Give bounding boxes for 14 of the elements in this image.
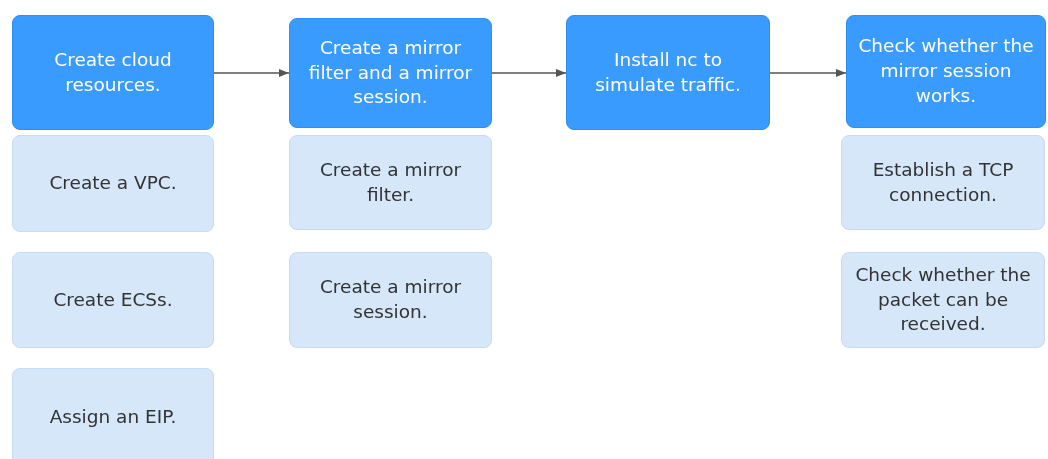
arrow bbox=[769, 69, 847, 77]
substep-box: Create ECSs. bbox=[12, 252, 214, 348]
substep-box: Create a mirror session. bbox=[289, 252, 492, 348]
substep-box: Establish a TCP connection. bbox=[841, 135, 1045, 230]
arrow bbox=[491, 69, 567, 77]
substep-box: Create a VPC. bbox=[12, 135, 214, 232]
step-box: Install nc to simulate traffic. bbox=[566, 15, 770, 130]
arrow bbox=[213, 69, 290, 77]
step-box: Create cloud resources. bbox=[12, 15, 214, 130]
substep-box: Create a mirror filter. bbox=[289, 135, 492, 230]
step-box: Create a mirror filter and a mirror session. bbox=[289, 18, 492, 128]
substep-box: Check whether the packet can be received. bbox=[841, 252, 1045, 348]
substep-box: Assign an EIP. bbox=[12, 368, 214, 459]
step-box: Check whether the mirror session works. bbox=[846, 15, 1046, 128]
